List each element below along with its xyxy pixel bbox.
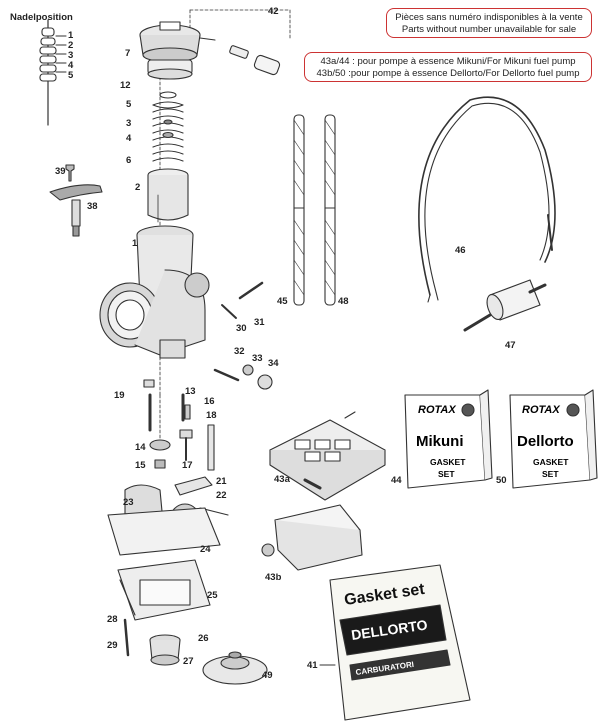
dellorto-card-title: Dellorto (517, 433, 574, 450)
part-label-15: 15 (135, 460, 146, 471)
part-label-48: 48 (338, 296, 349, 307)
throttle-slide (147, 168, 189, 223)
mikuni-card-line1: GASKET (430, 457, 466, 467)
part-label-5: 5 (126, 99, 132, 110)
part-label-23: 23 (123, 497, 134, 508)
part-label-32: 32 (234, 346, 245, 357)
part-label-43a: 43a (274, 474, 290, 485)
part-label-1: 1 (132, 238, 138, 249)
mikuni-card-title: Mikuni (416, 433, 464, 450)
needle-pos-3: 3 (68, 50, 74, 61)
needle-pos-5: 5 (68, 70, 74, 81)
needle-position-graphic (39, 19, 67, 126)
part-label-18: 18 (206, 410, 217, 421)
dellorto-card-line2: SET (542, 469, 559, 479)
part-label-13: 13 (185, 386, 196, 397)
part-label-43b: 43b (265, 572, 282, 583)
part-label-19: 19 (114, 390, 125, 401)
part-label-47: 47 (505, 340, 516, 351)
small-screws (213, 281, 273, 390)
unavailable-parts-note: Pièces sans numéro indisponibles à la ve… (386, 8, 592, 38)
part-label-26: 26 (198, 633, 209, 644)
float-bowl (117, 559, 211, 666)
part-label-14: 14 (135, 442, 146, 453)
part-label-49: 49 (262, 670, 273, 681)
part-label-44: 44 (391, 475, 402, 486)
part-label-16: 16 (204, 396, 215, 407)
part-label-24: 24 (200, 544, 211, 555)
part-label-7: 7 (125, 48, 131, 59)
dellorto-card-line1: GASKET (533, 457, 569, 467)
throttle-cable (418, 96, 556, 303)
fuel-pump-mikuni (269, 411, 386, 501)
fuel-filter (463, 279, 547, 332)
part-label-34: 34 (268, 358, 279, 369)
needle-pos-1: 1 (68, 30, 74, 41)
mikuni-card-line2: SET (438, 469, 455, 479)
unavailable-note-en: Parts without number unavailable for sal… (401, 24, 577, 35)
gasket-package (319, 564, 471, 721)
part-label-22: 22 (216, 490, 227, 501)
part-label-45: 45 (277, 296, 288, 307)
part-label-3: 3 (126, 118, 132, 129)
pump-cover-49 (202, 651, 268, 685)
part-label-38: 38 (87, 201, 98, 212)
fuel-pump-dellorto (261, 504, 363, 571)
parts-38-39 (49, 164, 103, 237)
part-label-6: 6 (126, 155, 132, 166)
part-label-27: 27 (183, 656, 194, 667)
part-label-39: 39 (55, 166, 66, 177)
needle-pos-2: 2 (68, 40, 74, 51)
mikuni-pump-note: 43a/44 : pour pompe à essence Mikuni/For… (320, 56, 576, 67)
carb-cap (139, 21, 216, 80)
part-label-46: 46 (455, 245, 466, 256)
unavailable-note-fr: Pièces sans numéro indisponibles à la ve… (395, 12, 583, 23)
part-label-28: 28 (107, 614, 118, 625)
fuel-tubes (293, 114, 336, 306)
part-label-17: 17 (182, 460, 193, 471)
jets (143, 379, 215, 471)
carb-body (99, 225, 210, 359)
needle-pos-4: 4 (68, 60, 74, 71)
part-label-2: 2 (135, 182, 141, 193)
part-label-42: 42 (268, 6, 279, 17)
float (107, 476, 229, 556)
fitting-42 (229, 45, 281, 76)
mikuni-card-brand: ROTAX (418, 404, 456, 416)
part-label-29: 29 (107, 640, 118, 651)
part-label-4: 4 (126, 133, 132, 144)
part-label-31: 31 (254, 317, 265, 328)
spring-and-clips (152, 91, 184, 162)
part-label-12: 12 (120, 80, 131, 91)
part-label-50: 50 (496, 475, 507, 486)
part-label-30: 30 (236, 323, 247, 334)
gasket-cards (404, 389, 598, 489)
needle-position-title: Nadelposition (10, 12, 73, 23)
part-label-41: 41 (307, 660, 318, 671)
dellorto-pump-note: 43b/50 :pour pompe à essence Dellorto/Fo… (316, 68, 580, 79)
fuel-pump-note: 43a/44 : pour pompe à essence Mikuni/For… (304, 52, 592, 82)
part-label-33: 33 (252, 353, 263, 364)
dellorto-card-brand: ROTAX (522, 404, 560, 416)
part-label-21: 21 (216, 476, 227, 487)
part-label-25: 25 (207, 590, 218, 601)
